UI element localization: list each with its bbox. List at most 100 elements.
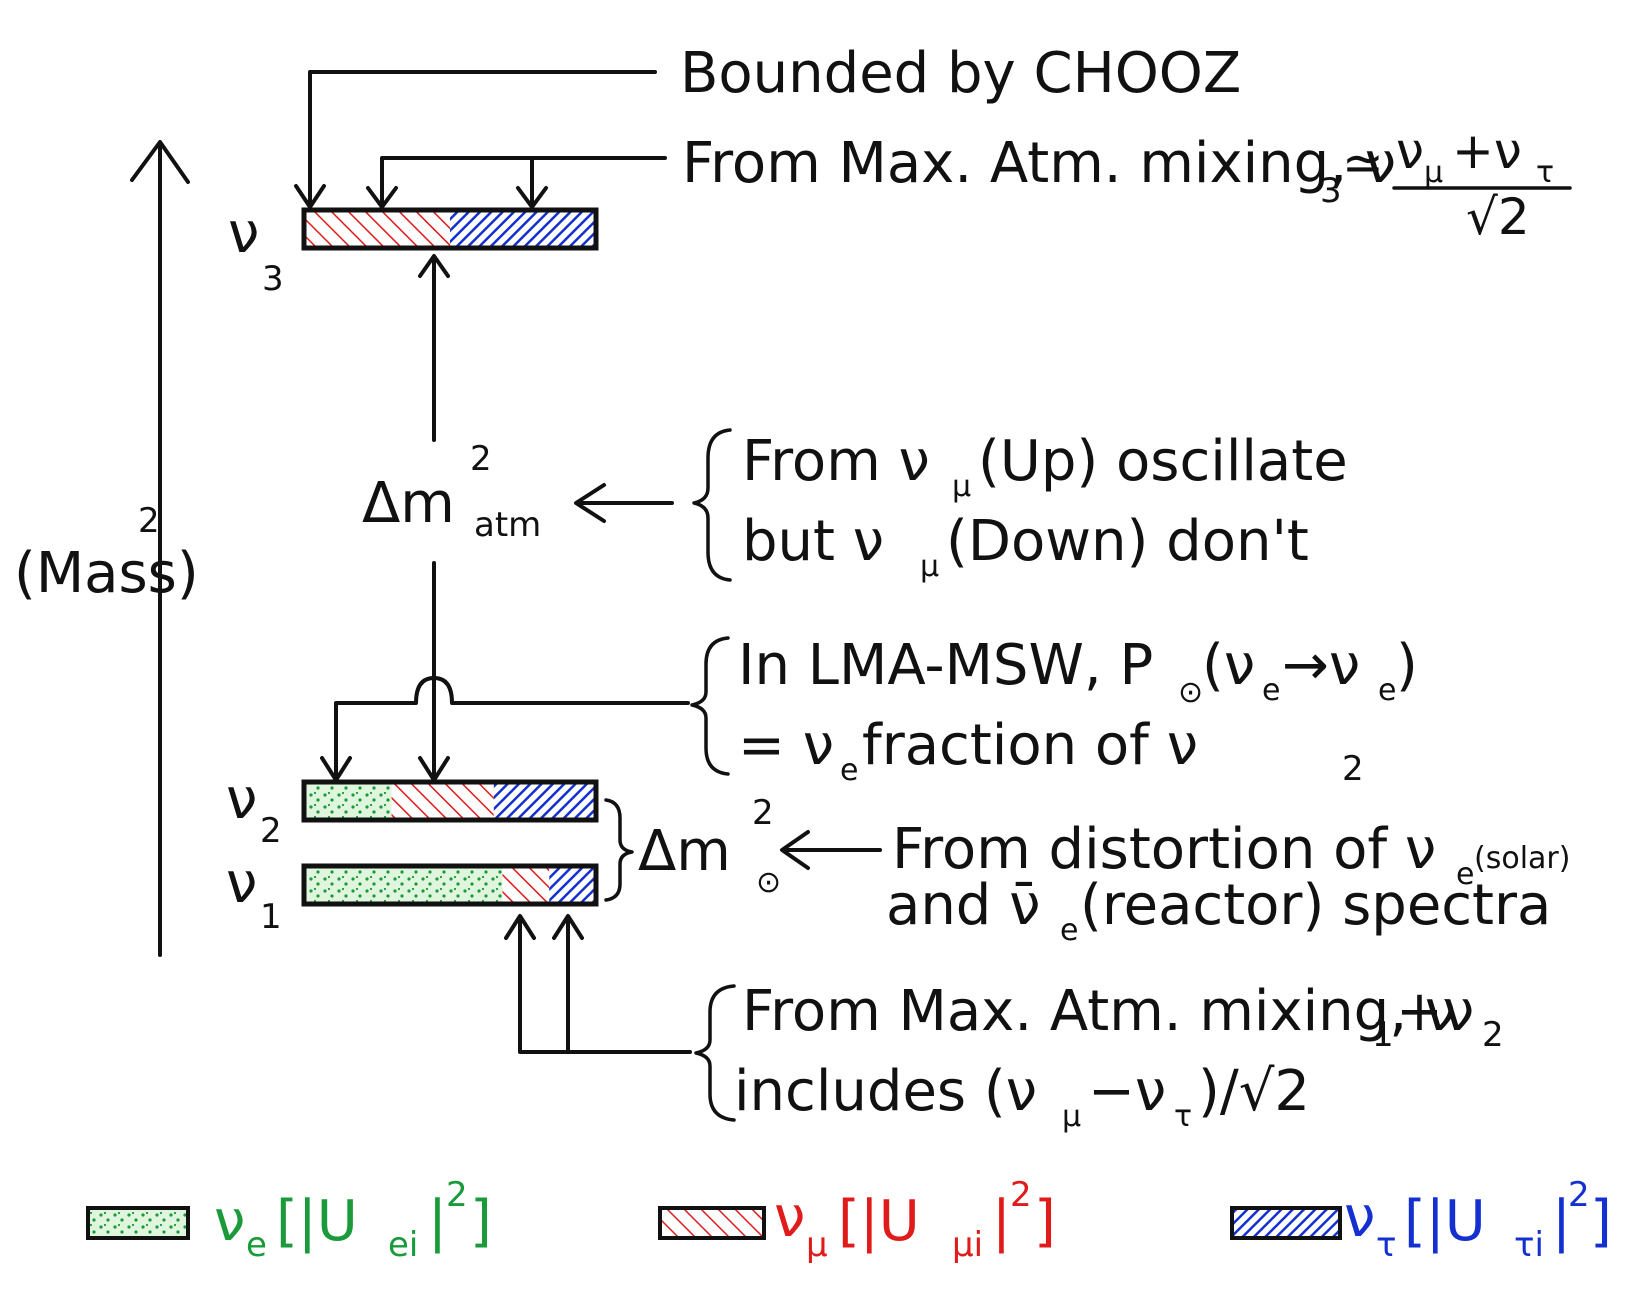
atm-mix-nu12-line1-idx2: 2 bbox=[1482, 1015, 1504, 1055]
atm-mix-nu12-line1-b: +ν bbox=[1396, 979, 1474, 1044]
legend-electron-close: | bbox=[428, 1189, 447, 1254]
atm-mix-nu3-arrowhead-mu bbox=[366, 186, 398, 209]
nu1-tau-segment bbox=[549, 866, 596, 904]
delta-m-atm-sub: atm bbox=[474, 505, 541, 545]
lma-line1-sub: ⊙ bbox=[1178, 675, 1203, 710]
lma-line2-b: fraction of ν bbox=[862, 713, 1198, 778]
lma-line2-a: = ν bbox=[738, 713, 834, 778]
solar-line2-sub: e bbox=[1060, 913, 1078, 948]
atm-mix-nu12-line2-sub1: μ bbox=[1062, 1099, 1081, 1134]
legend-tau-close: | bbox=[1552, 1189, 1571, 1254]
atm-mix-nu12-brace bbox=[694, 984, 736, 1122]
legend-muon-end: ] bbox=[1034, 1189, 1056, 1254]
nu1-muon-segment bbox=[502, 866, 550, 904]
lma-line2-idx: 2 bbox=[1342, 749, 1364, 789]
legend-item-muon: ν μ [|U μi | 2 ] bbox=[658, 1175, 1056, 1265]
mass-axis: (Mass) 2 bbox=[14, 140, 199, 957]
updown-line2-sub: μ bbox=[920, 549, 939, 584]
lma-connector-line bbox=[334, 676, 690, 780]
atm-mix-nu12-line2-a: includes (ν bbox=[734, 1059, 1037, 1124]
nu2-muon-segment bbox=[391, 782, 494, 820]
atm-mix-nu3-arrowhead-tau bbox=[516, 186, 548, 209]
updown-brace bbox=[692, 428, 732, 582]
solar-line2-b: (reactor) spectra bbox=[1080, 873, 1551, 938]
atm-mix-nu12-line1-a: From Max. Atm. mixing, ν bbox=[742, 979, 1456, 1044]
legend-item-electron: ν e [|U ei | 2 ] bbox=[86, 1175, 492, 1265]
lma-line1-d: ) bbox=[1396, 633, 1418, 698]
nu1-bar-outline bbox=[301, 863, 599, 907]
nu1-symbol: ν bbox=[226, 851, 257, 916]
lma-connector bbox=[320, 676, 690, 782]
nu2-symbol: ν bbox=[226, 767, 257, 832]
nu2-tau-segment bbox=[493, 782, 596, 820]
legend-electron-usub: ei bbox=[388, 1225, 418, 1265]
lma-arrowhead bbox=[320, 756, 352, 782]
nu2-label: ν 2 bbox=[226, 767, 282, 851]
legend-tau-sup: 2 bbox=[1568, 1175, 1590, 1215]
atm-mix-nu3-plus: +ν bbox=[1452, 122, 1522, 180]
legend-electron-bracket: [|U bbox=[276, 1189, 358, 1254]
delta-m-atm: Δm 2 atm bbox=[362, 254, 674, 782]
atm-mix-nu12-annotation: From Max. Atm. mixing, ν 1 +ν 2 includes… bbox=[694, 979, 1504, 1134]
legend-tau-usub: τi bbox=[1514, 1225, 1544, 1265]
delta-m-atm-up-arrowhead bbox=[418, 254, 450, 278]
atm-mix-nu12-line1-idx1: 1 bbox=[1372, 1015, 1394, 1055]
legend-electron-sub: e bbox=[246, 1225, 267, 1265]
lma-brace bbox=[690, 636, 730, 776]
nu2-bar bbox=[301, 779, 599, 823]
delta-m-atm-sup: 2 bbox=[470, 439, 492, 479]
solar-annotation: From distortion of ν e (solar) and ν̄ e … bbox=[886, 817, 1570, 948]
legend-electron-end: ] bbox=[470, 1189, 492, 1254]
solar-line1-a: From distortion of ν bbox=[892, 817, 1436, 882]
nu1-label: ν 1 bbox=[226, 851, 282, 937]
updown-line1-sub: μ bbox=[952, 469, 971, 504]
delta-m-solar-sup: 2 bbox=[752, 793, 774, 833]
solar-line1-small: (solar) bbox=[1474, 841, 1570, 876]
solar-splitting-brace bbox=[604, 798, 634, 902]
nu3-muon-segment bbox=[304, 210, 450, 248]
mass-axis-exponent: 2 bbox=[138, 501, 160, 541]
delta-m-atm-down-arrowhead bbox=[418, 756, 450, 782]
nu3-bar bbox=[301, 207, 599, 251]
legend-tau-bracket: [|U bbox=[1404, 1189, 1486, 1254]
updown-pointer-arrowhead bbox=[574, 483, 606, 523]
nu3-index: 3 bbox=[262, 259, 284, 299]
legend-muon-usub: μi bbox=[952, 1225, 983, 1265]
atm-mix-nu12-line2-c: )/√2 bbox=[1198, 1059, 1310, 1124]
lma-line1-e2: e bbox=[1378, 673, 1396, 708]
atm-mix-nu12-connector bbox=[504, 914, 692, 1054]
legend-swatch-electron bbox=[86, 1206, 190, 1240]
legend-tau-sub: τ bbox=[1376, 1225, 1396, 1265]
delta-m-solar: Δm 2 ⊙ bbox=[604, 793, 882, 902]
legend: ν e [|U ei | 2 ] ν μ [|U μi | 2 ] ν τ [|… bbox=[86, 1175, 1612, 1265]
delta-m-solar-sub: ⊙ bbox=[756, 865, 781, 900]
atm-mix-nu3-connector bbox=[380, 156, 667, 207]
atm-mix-nu3-denominator: √2 bbox=[1466, 188, 1530, 246]
atm-mix-nu3-approx: ≃ bbox=[1342, 134, 1384, 192]
chooz-connector bbox=[308, 70, 657, 207]
solar-line2-a: and ν̄ bbox=[886, 873, 1040, 938]
atm-mix-nu3-numerator: ν bbox=[1396, 122, 1424, 180]
lma-annotation: In LMA-MSW, P ⊙ (ν e →ν e ) = ν e fracti… bbox=[690, 633, 1418, 789]
nu1-electron-segment bbox=[304, 866, 503, 904]
atm-mix-nu12-arrowhead-tau bbox=[552, 914, 584, 940]
solar-line1-sub: e bbox=[1456, 857, 1474, 892]
legend-muon-bracket: [|U bbox=[838, 1189, 920, 1254]
legend-muon-symbol: ν bbox=[774, 1185, 805, 1250]
mass-axis-arrowhead bbox=[130, 140, 190, 184]
atm-mix-nu12-line2-sub2: τ bbox=[1174, 1099, 1192, 1134]
legend-muon-sub: μ bbox=[806, 1225, 828, 1265]
atm-mix-nu12-connector-line bbox=[518, 916, 692, 1054]
legend-muon-sup: 2 bbox=[1010, 1175, 1032, 1215]
nu2-electron-segment bbox=[304, 782, 392, 820]
lma-line2-sub: e bbox=[840, 753, 858, 788]
chooz-text: Bounded by CHOOZ bbox=[680, 41, 1241, 106]
lma-line1-b: (ν bbox=[1202, 633, 1255, 698]
atm-mix-nu12-line2-b: −ν bbox=[1088, 1059, 1166, 1124]
chooz-annotation: Bounded by CHOOZ bbox=[294, 41, 1241, 209]
legend-tau-end: ] bbox=[1590, 1189, 1612, 1254]
nu3-bar-outline bbox=[301, 207, 599, 251]
lma-line1-c: →ν bbox=[1282, 633, 1360, 698]
lma-line1-a: In LMA-MSW, P bbox=[738, 633, 1153, 698]
